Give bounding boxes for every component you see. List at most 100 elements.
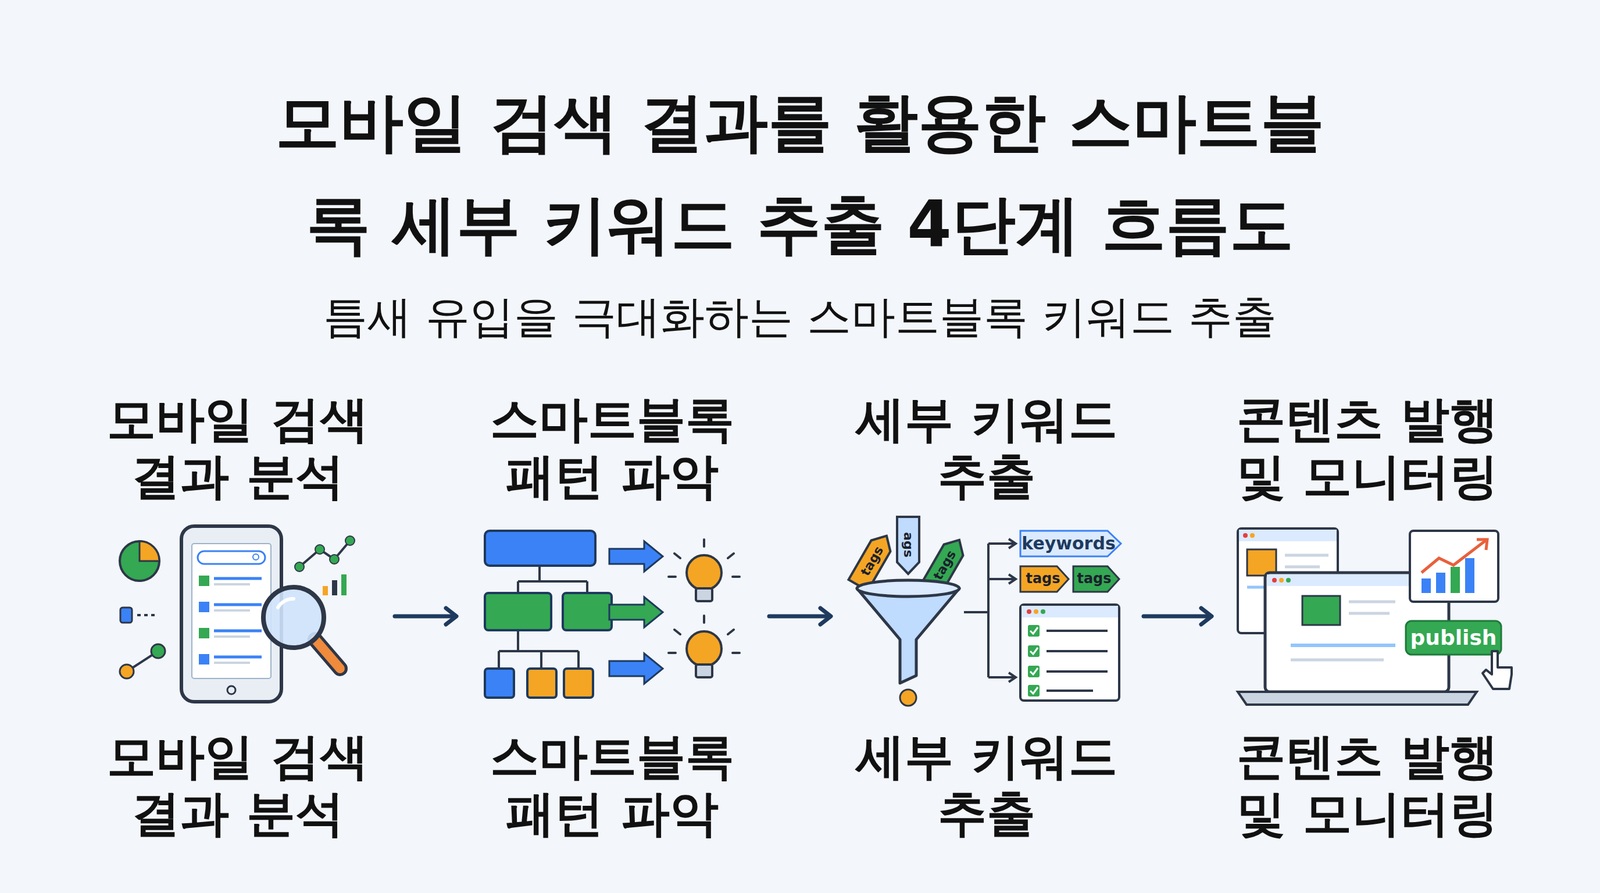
step-caption: 모바일 검색 결과 분석 xyxy=(92,727,384,842)
lightbulb-icon xyxy=(686,555,722,591)
laptop-icon xyxy=(1302,595,1341,625)
trend-icon xyxy=(294,562,305,572)
process-step: 모바일 검색 결과 분석모바일 검색 결과 분석 xyxy=(80,390,395,842)
checklist-icon xyxy=(1027,665,1040,678)
funnel-icon xyxy=(900,689,917,706)
network-icon xyxy=(119,644,166,679)
hierarchy-icon xyxy=(484,530,596,566)
tag-text: tags xyxy=(857,543,887,579)
laptop-icon xyxy=(1290,643,1396,648)
funnel-icon xyxy=(856,588,960,684)
chart-card-icon xyxy=(1476,539,1488,550)
network-icon xyxy=(119,664,134,679)
bracket-lines xyxy=(1008,538,1016,682)
checklist-icon xyxy=(1030,627,1038,634)
chart-card-icon xyxy=(1436,572,1446,594)
pattern-arrow-icon xyxy=(609,541,663,684)
trend-icon xyxy=(329,554,339,564)
trend-icon xyxy=(294,536,355,596)
tag-text: tags xyxy=(1025,570,1060,588)
trend-icon xyxy=(331,580,338,596)
hierarchy-icon xyxy=(562,593,612,631)
flow-arrow xyxy=(769,614,830,619)
checklist-icon xyxy=(1020,604,1120,701)
chart-card-icon xyxy=(1465,558,1475,594)
laptop-icon xyxy=(1348,600,1396,604)
laptop-icon xyxy=(1237,691,1477,705)
laptop-icon xyxy=(1286,577,1291,583)
chart-card-icon xyxy=(1421,540,1486,573)
hand-cursor-icon xyxy=(1482,651,1512,689)
checklist-icon xyxy=(1030,647,1038,655)
process-step: 스마트블록 패턴 파악스마트블록 패턴 파악 xyxy=(455,390,770,842)
checklist-icon xyxy=(1046,650,1108,653)
keyword-text: keywords xyxy=(1021,533,1116,555)
tag-text: tags xyxy=(1076,570,1112,588)
step-heading: 스마트블록 패턴 파악 xyxy=(466,390,758,505)
hierarchy-icon xyxy=(484,530,612,698)
checklist-icon xyxy=(1027,625,1040,637)
checklist-icon xyxy=(1046,689,1094,692)
pattern-arrow-icon xyxy=(609,653,663,684)
diagram-title: 모바일 검색 결과를 활용한 스마트블록 세부 키워드 추출 4단계 흐름도 xyxy=(73,70,1527,276)
hierarchy-icon xyxy=(498,630,579,669)
pie-chart-icon xyxy=(139,541,160,562)
chart-card-icon xyxy=(1450,566,1460,594)
magnifier-icon xyxy=(263,587,324,648)
keyword-pill xyxy=(1073,566,1120,592)
browser-window-icon xyxy=(1250,533,1255,538)
trend-icon xyxy=(299,540,350,567)
step-caption: 세부 키워드 추출 xyxy=(841,727,1132,842)
chart-card-icon xyxy=(1409,530,1499,602)
hierarchy-icon xyxy=(518,566,588,594)
button-text: publish xyxy=(1410,625,1498,650)
chart-card-icon xyxy=(1421,578,1431,594)
magnifier-icon xyxy=(277,598,294,608)
step-caption: 스마트블록 패턴 파악 xyxy=(466,727,758,842)
hierarchy-icon xyxy=(563,668,594,698)
browser-window-icon xyxy=(1243,533,1248,538)
keyword-pill xyxy=(1020,566,1069,592)
lightbulb-icon xyxy=(695,588,713,602)
phone-icon xyxy=(197,551,266,564)
checklist-icon xyxy=(1026,609,1032,614)
hand-cursor-icon xyxy=(1482,651,1512,689)
step-caption: 콘텐츠 발행 및 모니터링 xyxy=(1222,727,1513,842)
step-heading: 콘텐츠 발행 및 모니터링 xyxy=(1222,390,1513,505)
hierarchy-icon xyxy=(484,593,552,631)
phone-icon xyxy=(213,635,250,638)
tag-icon xyxy=(897,516,920,574)
lightbulb-icon xyxy=(695,664,713,678)
magnifier-icon xyxy=(315,639,341,669)
funnel-icon xyxy=(856,580,960,706)
phone-icon xyxy=(198,654,210,665)
laptop-icon xyxy=(1290,658,1384,662)
checklist-icon xyxy=(1027,645,1040,657)
browser-window-icon xyxy=(1284,565,1320,569)
step-heading: 모바일 검색 결과 분석 xyxy=(92,390,384,505)
lightbulb-icon xyxy=(668,539,740,577)
lightbulb-icon xyxy=(686,631,722,667)
phone-icon xyxy=(213,655,262,659)
chart-card-icon xyxy=(1409,530,1499,602)
bracket-lines xyxy=(963,538,1016,682)
small-widget-icon xyxy=(137,613,156,617)
browser-window-icon xyxy=(1238,529,1337,542)
laptop-icon xyxy=(1272,577,1277,583)
laptop-icon xyxy=(1279,577,1284,583)
phone-icon xyxy=(191,543,271,679)
phone-icon xyxy=(198,627,210,639)
checklist-icon xyxy=(1040,609,1046,614)
trend-icon xyxy=(341,574,347,596)
publish-button xyxy=(1405,620,1502,655)
subtitle: 틈새 유입을 극대화하는 스마트블록 키워드 추출 xyxy=(323,291,1278,342)
publish-button xyxy=(1405,620,1502,655)
trend-icon xyxy=(315,544,325,555)
phone-icon xyxy=(227,686,236,695)
tag-text: ags xyxy=(900,531,916,558)
trend-icon xyxy=(345,536,355,546)
flow-arrow xyxy=(394,614,456,619)
network-icon xyxy=(151,644,166,659)
phone-icon xyxy=(213,661,250,664)
phone-icon xyxy=(213,603,262,607)
